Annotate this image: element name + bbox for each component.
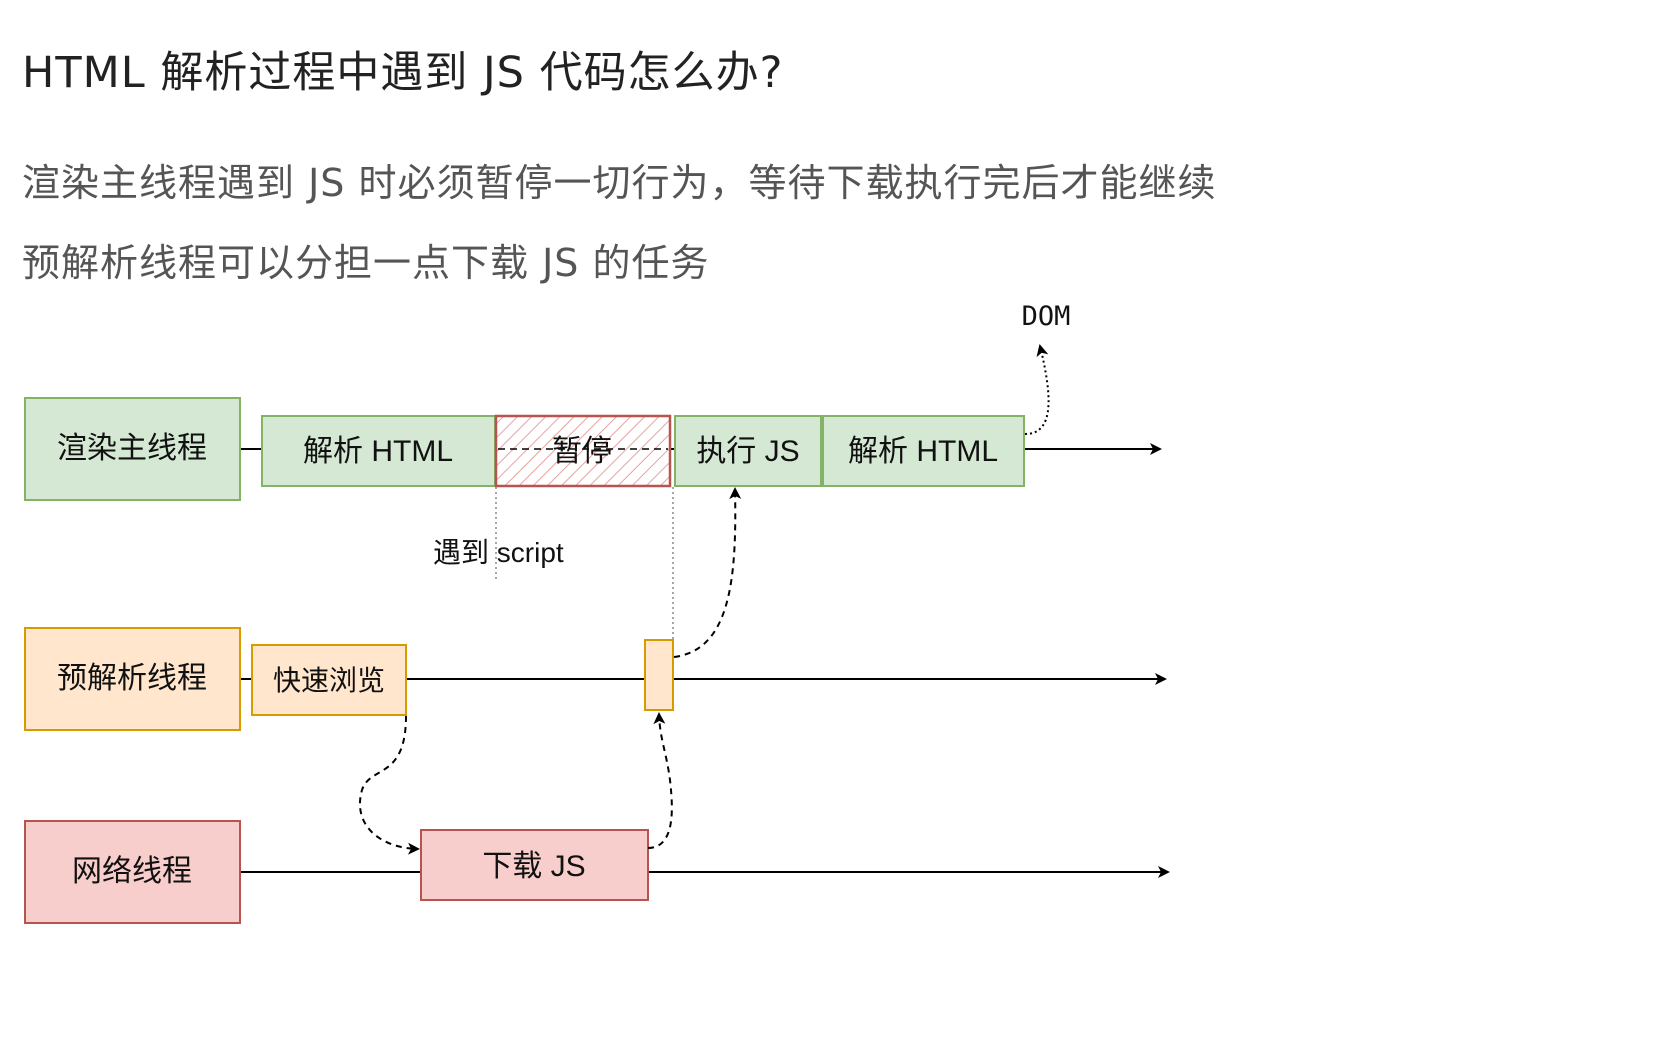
arrow-preparse-to-execute — [673, 487, 742, 658]
page-title: HTML 解析过程中遇到 JS 代码怎么办? — [22, 48, 784, 98]
network-thread-box: 网络线程 — [24, 820, 241, 924]
step-execute-js: 执行 JS — [674, 415, 822, 487]
step-parse-html-2-label: 解析 HTML — [848, 435, 998, 468]
preparse-thread-box: 预解析线程 — [24, 627, 241, 731]
step-pause-label: 暂停 — [552, 435, 612, 468]
render-thread-label: 渲染主线程 — [57, 432, 207, 465]
paragraph-main-thread: 渲染主线程遇到 JS 时必须暂停一切行为，等待下载执行完后才能继续 — [22, 161, 1217, 205]
step-quick-scan-label: 快速浏览 — [273, 665, 385, 696]
step-parse-html-1-label: 解析 HTML — [303, 435, 453, 468]
preparse-js-marker — [644, 639, 674, 711]
arrow-to-dom — [1024, 344, 1050, 435]
arrow-download-to-preparse — [647, 712, 673, 849]
step-execute-js-label: 执行 JS — [696, 435, 799, 468]
network-thread-label: 网络线程 — [72, 855, 192, 888]
dom-label: DOM — [1022, 301, 1071, 332]
paragraph-preparse-thread: 预解析线程可以分担一点下载 JS 的任务 — [22, 241, 710, 285]
render-thread-box: 渲染主线程 — [24, 397, 241, 501]
step-download-js: 下载 JS — [420, 829, 649, 901]
step-parse-html-1: 解析 HTML — [261, 415, 496, 487]
step-pause: 暂停 — [494, 414, 672, 488]
arrow-scan-to-download — [359, 715, 420, 855]
step-quick-scan: 快速浏览 — [251, 644, 407, 716]
encounter-script-label: 遇到 script — [433, 537, 564, 568]
step-download-js-label: 下载 JS — [482, 850, 585, 883]
preparse-thread-label: 预解析线程 — [57, 662, 207, 695]
step-parse-html-2: 解析 HTML — [822, 415, 1025, 487]
